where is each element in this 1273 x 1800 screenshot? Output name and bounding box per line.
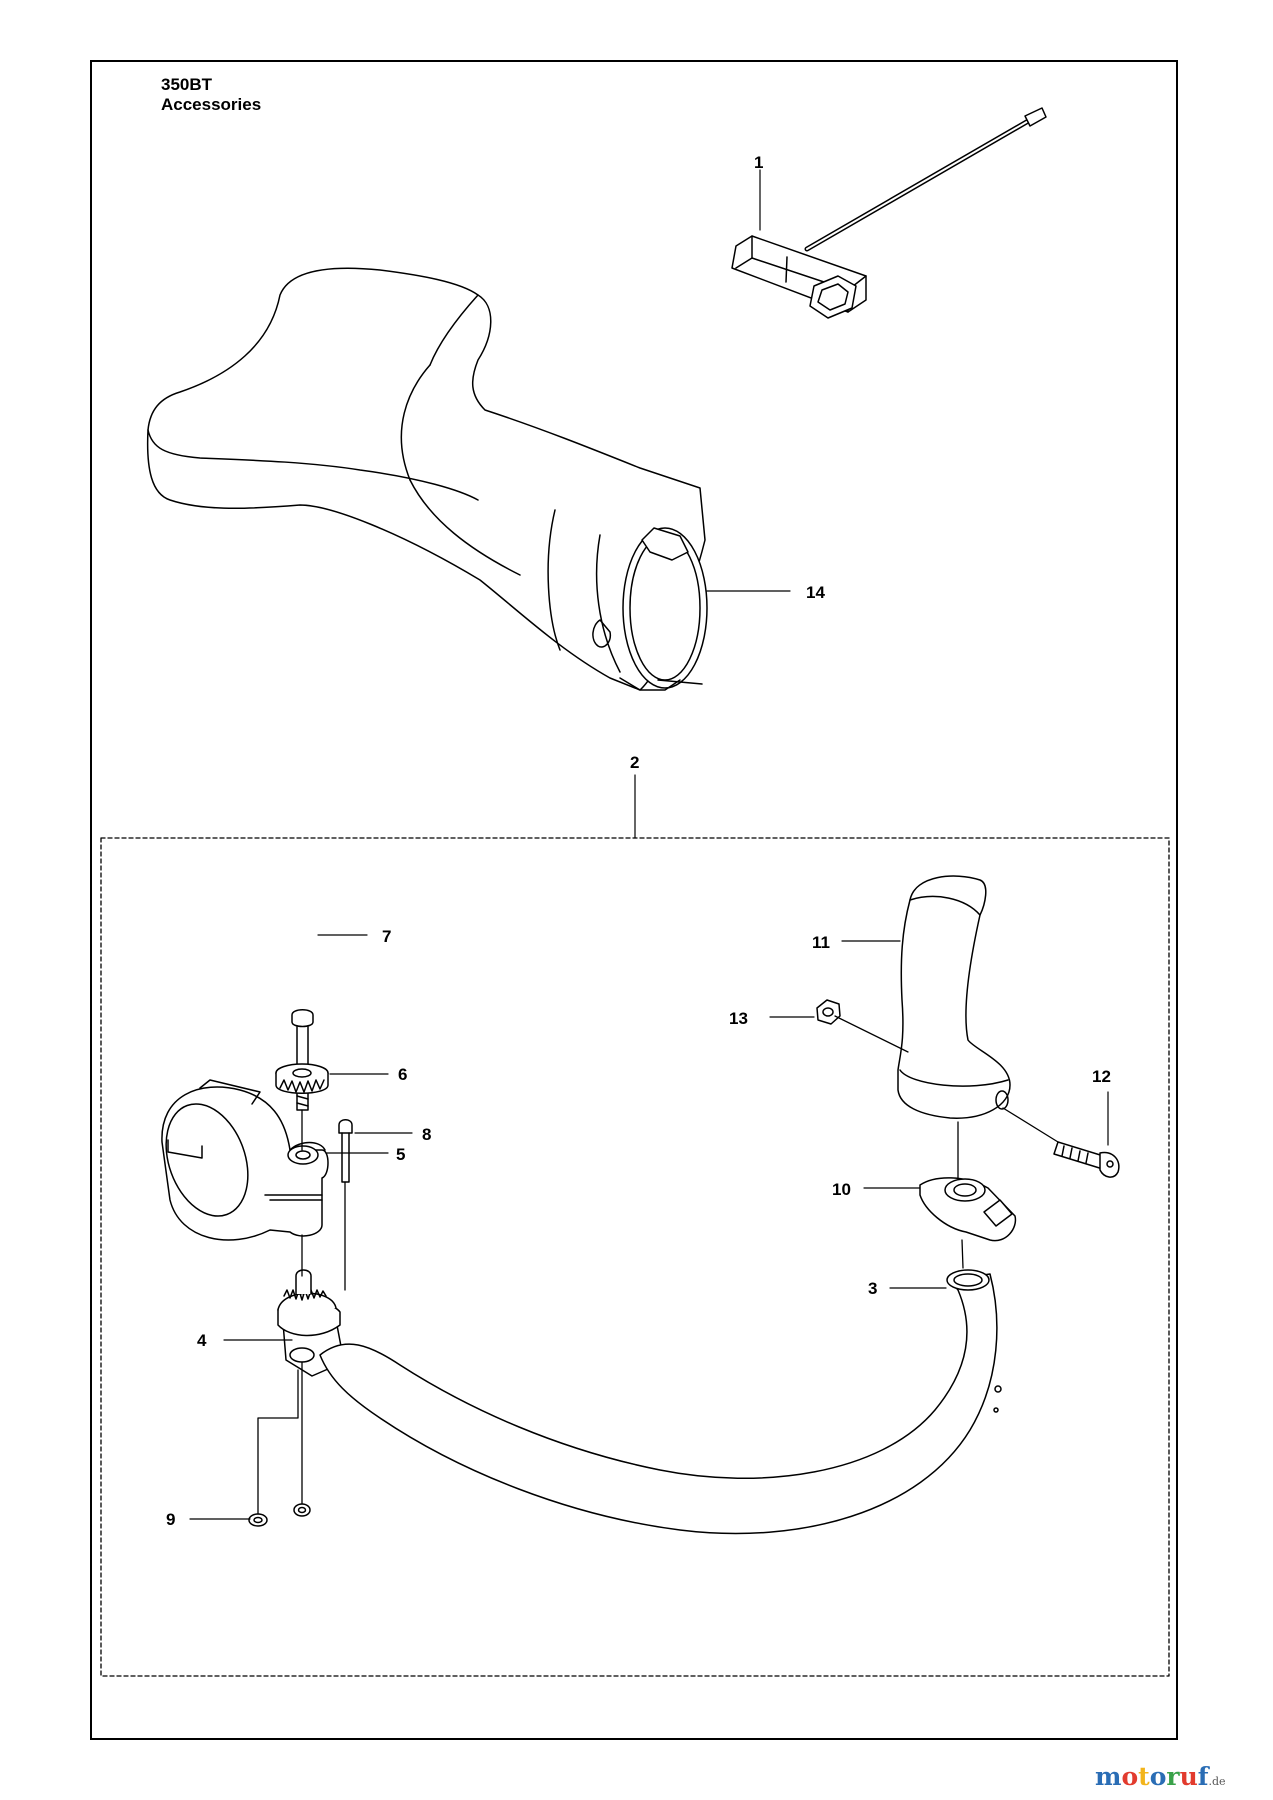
callout-1: 1	[754, 153, 763, 172]
watermark-letter: m	[1095, 1762, 1122, 1791]
serrated-washer-part	[275, 1063, 329, 1094]
watermark-letter: u	[1179, 1762, 1198, 1791]
motoruf-watermark-logo: motoruf.de	[1095, 1762, 1226, 1791]
watermark-letters: motoruf	[1095, 1762, 1209, 1791]
callout-13: 13	[729, 1009, 748, 1028]
watermark-letter: t	[1138, 1762, 1150, 1791]
watermark-letter: o	[1121, 1762, 1139, 1791]
watermark-suffix: .de	[1208, 1775, 1226, 1788]
small-screw-part	[338, 1119, 353, 1183]
callout-2: 2	[630, 753, 639, 772]
callout-12: 12	[1092, 1067, 1111, 1086]
model-title: 350BT	[161, 75, 213, 94]
callout-5: 5	[396, 1145, 405, 1164]
callout-7: 7	[382, 927, 391, 946]
nut-part	[816, 999, 841, 1025]
watermark-letter: f	[1197, 1762, 1209, 1791]
watermark-letter: o	[1149, 1762, 1167, 1791]
handle-bracket-part	[919, 1177, 1017, 1242]
hex-screw-part	[1053, 1141, 1120, 1178]
kit-outline	[100, 837, 1170, 1677]
callout-9: 9	[166, 1510, 175, 1529]
bolt-part	[291, 1009, 314, 1111]
callout-14: 14	[806, 583, 825, 602]
spark-plug-wrench-part	[731, 107, 1047, 319]
lock-nut-part	[248, 1503, 311, 1527]
callout-6: 6	[398, 1065, 407, 1084]
tube-clamp-part	[161, 1079, 329, 1241]
callout-11: 11	[812, 933, 830, 952]
section-title: Accessories	[161, 95, 262, 114]
flat-nozzle-part	[146, 267, 708, 691]
callout-3: 3	[868, 1279, 877, 1298]
watermark-letter: r	[1166, 1762, 1180, 1791]
assembly-lines	[257, 1015, 1059, 1515]
callout-4: 4	[197, 1331, 207, 1350]
callout-8: 8	[422, 1125, 431, 1144]
drawing-frame	[90, 60, 1178, 1740]
callout-10: 10	[832, 1180, 851, 1199]
bent-handle-tube-part	[319, 1269, 1002, 1535]
leader-lines	[189, 169, 1109, 1520]
handle-grip-part	[897, 875, 1011, 1119]
